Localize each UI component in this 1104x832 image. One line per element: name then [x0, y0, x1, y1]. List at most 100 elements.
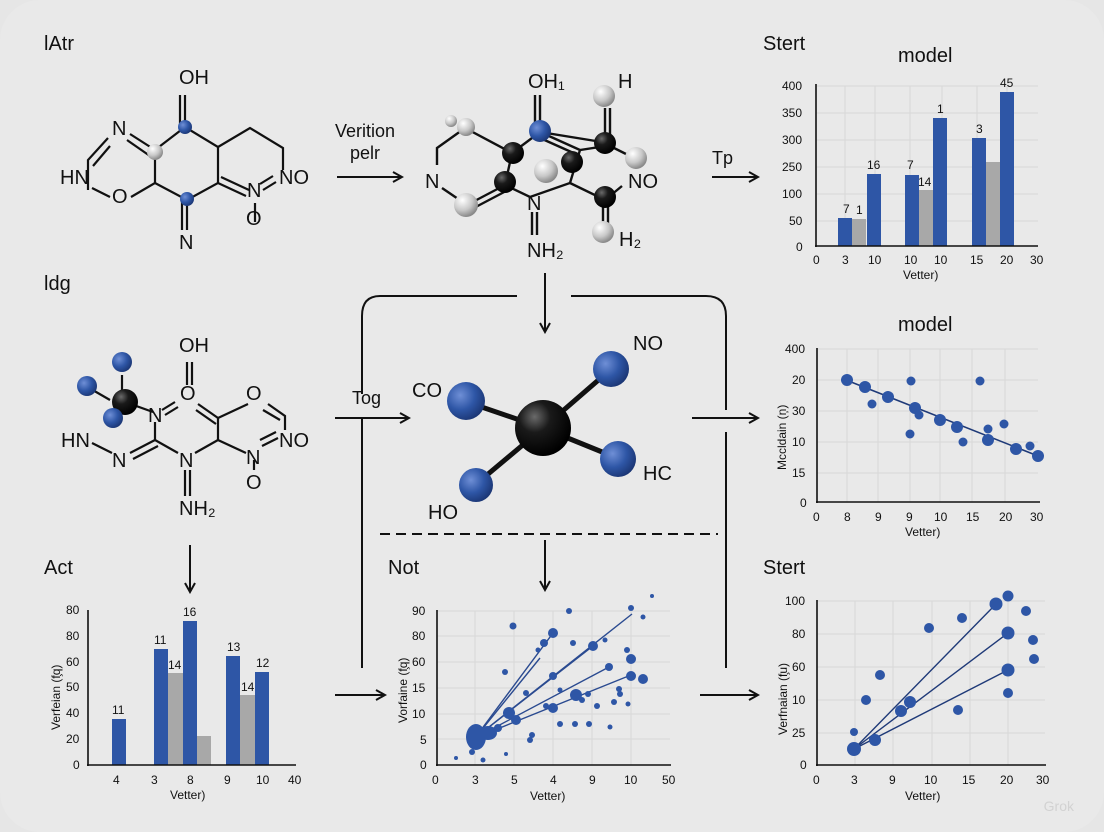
y-tick: 100	[782, 187, 803, 201]
x-tick: 8	[187, 773, 194, 787]
x-tick: 3	[151, 773, 158, 787]
y-tick: 40	[66, 706, 80, 720]
mol-label: O	[112, 186, 128, 208]
mol-label: O	[246, 383, 262, 405]
x-tick: 10	[624, 773, 638, 787]
mol-label: N	[247, 180, 262, 202]
atom-ho-icon	[459, 468, 493, 502]
y-tick: 400	[782, 79, 803, 93]
mol-label: NO	[628, 171, 658, 193]
x-tick: 3	[472, 773, 479, 787]
mol-label: NO	[279, 430, 309, 452]
mol-label: H₂	[619, 229, 642, 251]
mol-label: OH	[179, 67, 209, 89]
atom-gray-icon	[445, 115, 457, 127]
y-tick: 0	[796, 240, 803, 254]
x-tick: 50	[662, 773, 676, 787]
y-tick: 0	[800, 496, 807, 510]
bar-value: 14	[241, 680, 255, 694]
y-axis-label: Mccldain (ņ)	[775, 404, 789, 470]
x-axis-label: Vetter)	[903, 268, 939, 282]
bar-value: 7	[907, 158, 914, 172]
y-tick: 350	[782, 106, 803, 120]
chart-bottom-right-scatter	[816, 590, 1046, 766]
atom-black-icon	[594, 132, 616, 154]
atom-gray-icon	[593, 85, 615, 107]
y-tick: 250	[782, 160, 803, 174]
x-tick: 4	[550, 773, 557, 787]
x-tick: 10	[924, 773, 938, 787]
atom-blue-icon	[103, 408, 123, 428]
x-axis-label: Vetter)	[530, 789, 566, 803]
y-tick: 80	[66, 629, 80, 643]
atom-label: NO	[633, 333, 663, 355]
atom-label: HO	[428, 502, 458, 524]
y-tick: 80	[792, 627, 806, 641]
x-tick: 3	[851, 773, 858, 787]
x-tick: 3	[842, 253, 849, 267]
mol-label: HN	[60, 167, 89, 189]
arrow-label: Verition	[335, 121, 396, 141]
bar-value: 1	[856, 203, 863, 217]
atom-gray-icon	[454, 193, 478, 217]
y-tick: 25	[792, 726, 806, 740]
y-tick: 30	[792, 404, 806, 418]
atom-blue-icon	[529, 120, 551, 142]
atom-no-icon	[593, 351, 629, 387]
mol-label: O	[246, 208, 262, 230]
atom-label: CO	[412, 380, 442, 402]
y-axis-label: Vorfaine (f̧q)	[396, 657, 410, 723]
atom-blue-icon	[180, 192, 194, 206]
atom-blue-icon	[178, 120, 192, 134]
x-tick: 0	[813, 253, 820, 267]
atom-gray-icon	[147, 144, 163, 160]
x-tick: 0	[813, 773, 820, 787]
y-tick: 300	[782, 133, 803, 147]
bar-value: 3	[976, 122, 983, 136]
bar-value: 7	[843, 202, 850, 216]
x-axis-label: Vetter)	[905, 789, 941, 803]
y-axis-label: Verfeian (f̧q)	[49, 664, 63, 730]
y-tick: 400	[785, 342, 806, 356]
x-tick: 10	[868, 253, 882, 267]
x-axis-label: Vetter)	[905, 525, 941, 539]
bar-value: 1	[937, 102, 944, 116]
x-tick: 15	[970, 253, 984, 267]
atom-label: HC	[643, 463, 672, 485]
y-tick: 10	[792, 693, 806, 707]
x-tick: 30	[1030, 510, 1044, 524]
x-tick: 30	[1036, 773, 1050, 787]
x-tick: 15	[966, 510, 980, 524]
atom-black-icon	[112, 389, 138, 415]
x-tick: 5	[511, 773, 518, 787]
y-tick: 5	[420, 733, 427, 747]
panel-label-mid-left: ldg	[44, 273, 71, 295]
x-tick: 40	[288, 773, 302, 787]
y-tick: 0	[420, 758, 427, 772]
bar-value: 11	[154, 633, 167, 647]
y-tick: 100	[785, 594, 806, 608]
connector-line	[571, 295, 727, 410]
x-axis-label: Vetter)	[170, 788, 206, 802]
y-tick: 0	[800, 758, 807, 772]
bar-value: 14	[168, 658, 182, 672]
y-tick: 80	[66, 603, 80, 617]
chart-title: model	[898, 314, 953, 336]
connector-line	[361, 295, 517, 394]
x-tick: 4	[113, 773, 120, 787]
y-tick: 10	[412, 707, 426, 721]
atom-black-icon	[494, 171, 516, 193]
chart-top-right-bar	[815, 84, 1038, 247]
y-tick: 15	[412, 681, 426, 695]
atom-co-icon	[447, 382, 485, 420]
arrow-label: pelr	[350, 143, 381, 163]
panel-label-bottom-left: Act	[44, 557, 73, 579]
flow-connectors	[190, 177, 758, 695]
x-tick: 20	[1000, 253, 1014, 267]
atom-black-icon	[502, 142, 524, 164]
mol-label: H	[618, 71, 633, 93]
x-tick: 9	[589, 773, 596, 787]
atom-center-icon	[515, 400, 571, 456]
atom-black-icon	[561, 151, 583, 173]
